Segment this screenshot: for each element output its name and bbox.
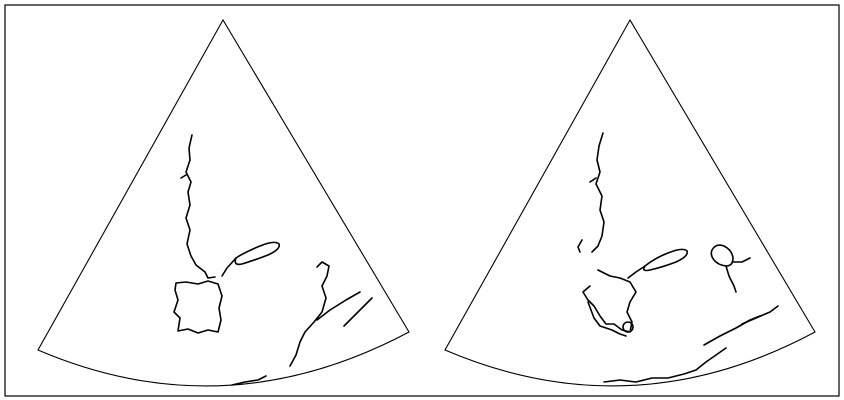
- left-ultrasound-sector: [38, 20, 409, 386]
- right-panel: [445, 20, 815, 386]
- left-panel: [38, 20, 409, 386]
